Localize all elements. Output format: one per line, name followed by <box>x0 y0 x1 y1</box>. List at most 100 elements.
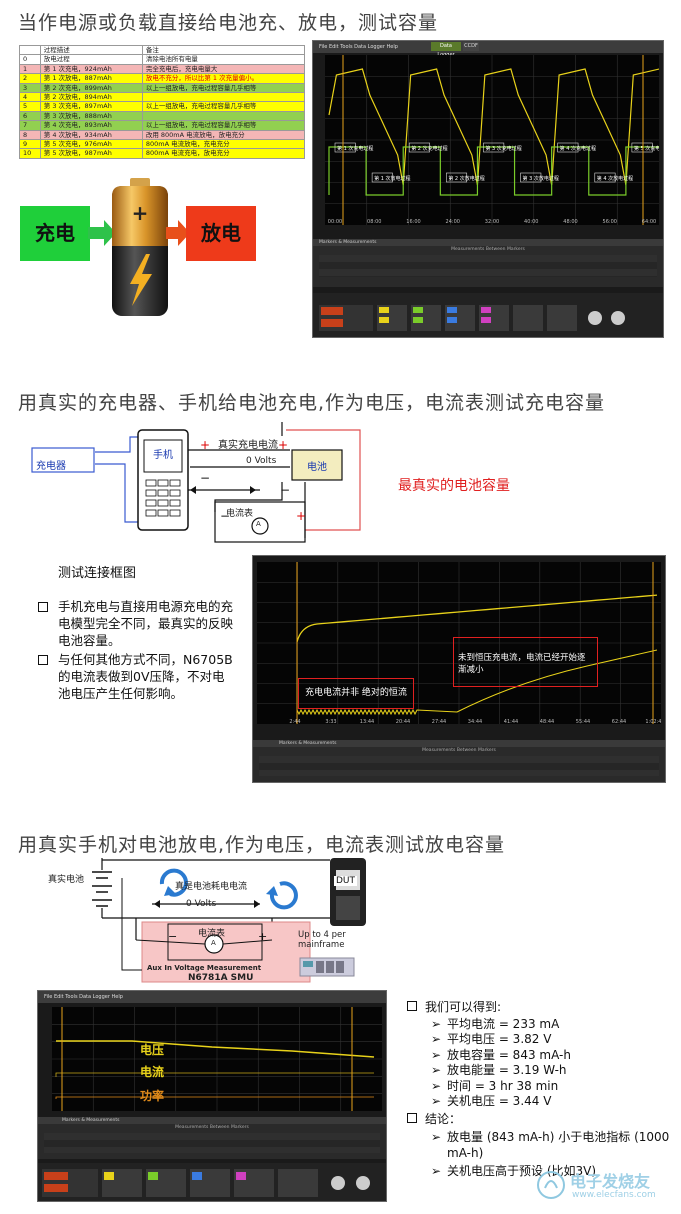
svg-text:−: − <box>220 509 230 523</box>
discharge-label: 放电 <box>201 221 241 245</box>
table-cell: 0 <box>19 54 41 65</box>
diagram-caption: 测试连接框图 <box>58 566 137 581</box>
most-real-label: 最真实的电池容量 <box>398 478 510 494</box>
analyzer-screenshot-1: File Edit Tools Data Logger Help Data Lo… <box>312 40 664 338</box>
annotation-left-text: 充电电流并非 绝对的恒流 <box>305 688 407 698</box>
power-label: 功率 <box>140 1089 165 1103</box>
plot-area[interactable] <box>52 1007 382 1111</box>
ammeter-label: 电流表 <box>226 509 254 519</box>
time-tick-label: 56:00 <box>603 219 617 225</box>
zero-volts-label: 0 Volts <box>186 899 217 909</box>
table-cell: 1 <box>19 63 41 75</box>
markers-title: Markers & Measurements <box>313 239 663 246</box>
true-current-label: 真是电池耗电电流 <box>175 882 248 892</box>
result-text: 平均电压 = 3.82 V <box>447 1032 552 1046</box>
conclusion-label: 结论： <box>425 1111 462 1126</box>
svg-text:−: − <box>280 483 290 497</box>
tab-data-logger[interactable]: Data Logger <box>431 42 461 58</box>
time-tick-label: 41:44 <box>504 719 518 724</box>
arrow-right-icon <box>88 220 116 246</box>
ammeter-symbol: A <box>211 939 216 947</box>
plot-area[interactable]: 第 1 次充电过程第 1 次放电过程 第 2 次充电过程第 2 次放电过程 第 3 … <box>325 55 663 225</box>
result-text: 平均电流 = 233 mA <box>447 1016 560 1031</box>
phase-label: 第 4 次充电过程 <box>560 145 596 152</box>
table-cell: 9 <box>19 139 41 150</box>
time-tick-label: 08:00 <box>367 219 381 225</box>
section2-title: 用真实的充电器、手机给电池充电,作为电压，电流表测试充电容量 <box>18 392 606 414</box>
section1-title: 当作电源或负载直接给电池充、放电，测试容量 <box>18 12 439 34</box>
table-cell: 第 1 次放电，887mAh <box>39 73 143 84</box>
aux-label: Aux In Voltage Measurement <box>147 964 262 972</box>
ammeter-label: 电流表 <box>198 929 226 939</box>
result-item: ➢关机电压 = 3.44 V <box>431 1094 552 1108</box>
smu-label: N6781A SMU <box>188 973 254 983</box>
ammeter-symbol: A <box>256 520 261 528</box>
current-label: 电流 <box>140 1065 165 1079</box>
phase-label: 第 3 次放电过程 <box>523 175 559 182</box>
meas-title: Measurements Between Markers <box>175 1125 249 1130</box>
svg-text:+: + <box>278 438 288 452</box>
measurement-panel: Markers & Measurements Measurements Betw… <box>313 239 663 287</box>
table-cell: 3 <box>19 82 41 94</box>
table-cell: 第 2 次放电，894mAh <box>39 92 143 103</box>
time-tick-label: 32:00 <box>485 219 499 225</box>
charge-box: 充电 <box>20 206 90 261</box>
phone-label: 手机 <box>153 450 173 461</box>
measurement-panel: Markers & Measurements Measurements Betw… <box>253 740 665 782</box>
phase-label: 第 1 次充电过程 <box>337 145 373 152</box>
table-cell: 第 5 次放电，987mAh <box>39 148 143 159</box>
result-item: ➢放电能量 = 3.19 W-h <box>431 1063 567 1077</box>
phase-label-box <box>557 142 579 153</box>
phase-label-box <box>371 172 393 183</box>
phase-label: 第 1 次放电过程 <box>374 175 410 182</box>
result-text: 时间 = 3 hr 38 min <box>447 1078 559 1093</box>
svg-text:−: − <box>200 471 210 485</box>
phase-label: 第 2 次充电过程 <box>411 145 447 152</box>
phase-label-box <box>483 142 505 153</box>
table-header-cell: 过程描述 <box>39 44 143 56</box>
svg-text:−: − <box>168 930 177 943</box>
arrow-right-icon <box>166 220 190 246</box>
battery-label: 电池 <box>307 462 327 473</box>
conclusion-item: ➢放电量 (843 mA-h) 小于电池指标 (1000 mA-h) <box>431 1130 672 1161</box>
watermark-url: www.elecfans.com <box>572 1190 656 1200</box>
annotation-current-decrease: 未到恒压充电流，电流已经开始逐渐减小 <box>453 637 598 687</box>
time-tick-label: 16:00 <box>406 219 420 225</box>
channel-controls[interactable] <box>38 1163 386 1201</box>
battery-icon: + <box>112 178 168 316</box>
table-cell: 800mA 电流充电，放电充分 <box>141 148 306 159</box>
table-header-row: 过程描述备注 <box>19 44 306 56</box>
table-header-cell <box>19 44 41 56</box>
annotation-right-text: 未到恒压充电流，电流已经开始逐渐减小 <box>458 653 586 675</box>
section3-title: 用真实手机对电池放电,作为电压，电流表测试放电容量 <box>18 834 506 856</box>
table-cell: 放电不充分，所以比第 1 次充量偏小。 <box>141 73 306 84</box>
table-cell: 第 5 次充电，976mAh <box>39 139 143 150</box>
table-cell <box>141 92 306 103</box>
table-cell <box>141 110 306 122</box>
section2-bullets: 手机充电与直接用电源充电的充电模型完全不同，最真实的反映电池容量。 与任何其他方… <box>38 598 234 702</box>
meas-title: Measurements Between Markers <box>422 748 496 753</box>
time-tick-label: 62:44 <box>612 719 626 724</box>
current-trace <box>296 649 658 720</box>
tab-ccdf[interactable]: CCDF <box>463 42 479 51</box>
time-tick-label: 00:00 <box>328 219 342 225</box>
current-trace <box>55 1072 374 1077</box>
phase-label-box <box>408 142 430 153</box>
real-battery-label: 真实电池 <box>48 875 85 885</box>
current-trace <box>328 146 663 196</box>
charge-circuit-diagram: + + − − − + <box>31 422 361 543</box>
phase-label: 第 2 次放电过程 <box>448 175 484 182</box>
table-cell: 2 <box>19 73 41 84</box>
phase-label-box <box>594 172 616 183</box>
analyzer-screenshot-3: File Edit Tools Data Logger Help 电压 电流 功… <box>37 990 387 1202</box>
menu-bar: File Edit Tools Data Logger Help <box>38 991 386 1003</box>
table-cell: 800mA 电流放电，充电充分 <box>141 139 306 150</box>
channel-controls[interactable] <box>313 293 663 337</box>
